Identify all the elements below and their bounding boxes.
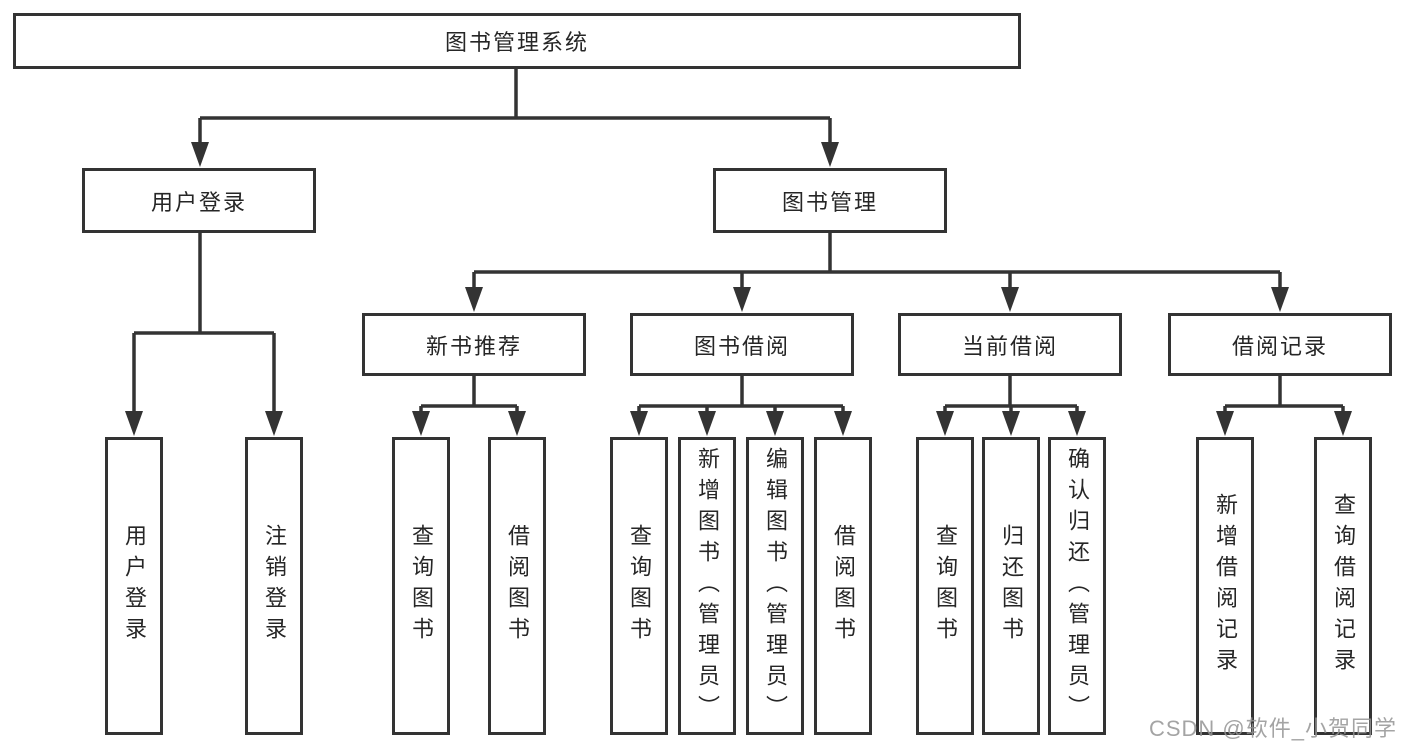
- node-current-borrowing: 当前借阅: [898, 313, 1122, 376]
- edge-login-leaves: [132, 233, 276, 417]
- edge-mgmt-level2: [472, 233, 1282, 293]
- node-borrowing-records: 借阅记录: [1168, 313, 1392, 376]
- leaf-borrowing-query-books: 查询图书: [610, 437, 668, 735]
- leaf-records-query-record: 查询借阅记录: [1314, 437, 1372, 735]
- node-new-book-recommend: 新书推荐: [362, 313, 586, 376]
- leaf-borrowing-borrow-books: 借阅图书: [814, 437, 872, 735]
- leaf-borrowing-add-books-admin: 新增图书（管理员）: [678, 437, 736, 735]
- leaf-newbooks-query-books: 查询图书: [392, 437, 450, 735]
- node-root-system: 图书管理系统: [13, 13, 1021, 69]
- node-book-borrowing: 图书借阅: [630, 313, 854, 376]
- leaf-user-login: 用户登录: [105, 437, 163, 735]
- edge-root-level1: [198, 68, 832, 148]
- leaf-records-add-record: 新增借阅记录: [1196, 437, 1254, 735]
- leaf-current-query-books: 查询图书: [916, 437, 974, 735]
- leaf-newbooks-borrow-books: 借阅图书: [488, 437, 546, 735]
- edge-new-leaves: [419, 376, 519, 418]
- edge-records-leaves: [1223, 376, 1345, 418]
- edge-borrow-leaves: [637, 376, 845, 418]
- node-book-management: 图书管理: [713, 168, 947, 233]
- leaf-current-confirm-return-admin: 确认归还（管理员）: [1048, 437, 1106, 735]
- node-user-login-group: 用户登录: [82, 168, 316, 233]
- leaf-logout: 注销登录: [245, 437, 303, 735]
- leaf-current-return-books: 归还图书: [982, 437, 1040, 735]
- leaf-borrowing-edit-books-admin: 编辑图书（管理员）: [746, 437, 804, 735]
